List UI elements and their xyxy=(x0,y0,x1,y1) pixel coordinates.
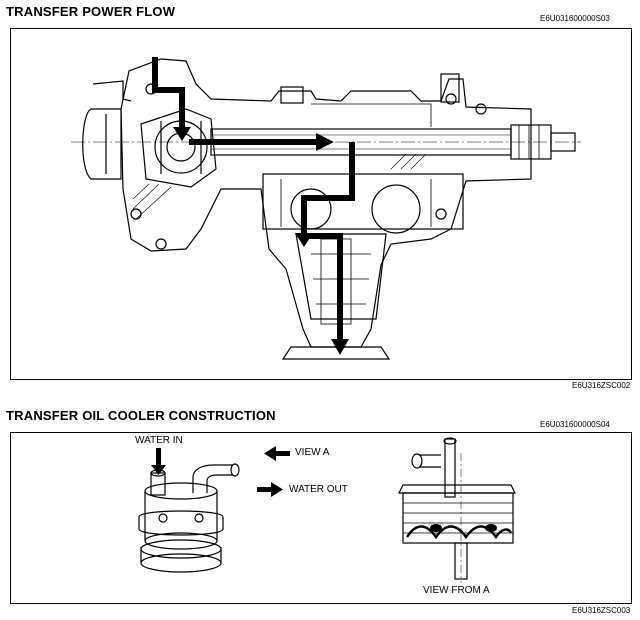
oil-cooler-diagram-panel: WATER IN VIEW A WATER OUT VIEW FROM A xyxy=(10,432,632,604)
label-view-from-a: VIEW FROM A xyxy=(423,585,490,596)
transfer-case-drawing xyxy=(71,57,581,360)
label-view-a: VIEW A xyxy=(295,447,330,458)
label-water-in: WATER IN xyxy=(135,435,183,446)
label-water-out: WATER OUT xyxy=(289,484,348,495)
power-flow-diagram-panel xyxy=(10,28,632,380)
oil-cooler-drawing xyxy=(138,437,516,583)
section-code-power-flow: E6U031600000S03 xyxy=(540,14,610,23)
power-flow-arrows xyxy=(152,57,355,355)
section-code-oil-cooler: E6U031600000S04 xyxy=(540,420,610,429)
section-title-power-flow: TRANSFER POWER FLOW xyxy=(6,4,176,19)
section-title-oil-cooler: TRANSFER OIL COOLER CONSTRUCTION xyxy=(6,408,276,423)
figure-code-oil-cooler: E6U316ZSC003 xyxy=(572,606,631,615)
figure-code-power-flow: E6U316ZSC002 xyxy=(572,381,631,390)
